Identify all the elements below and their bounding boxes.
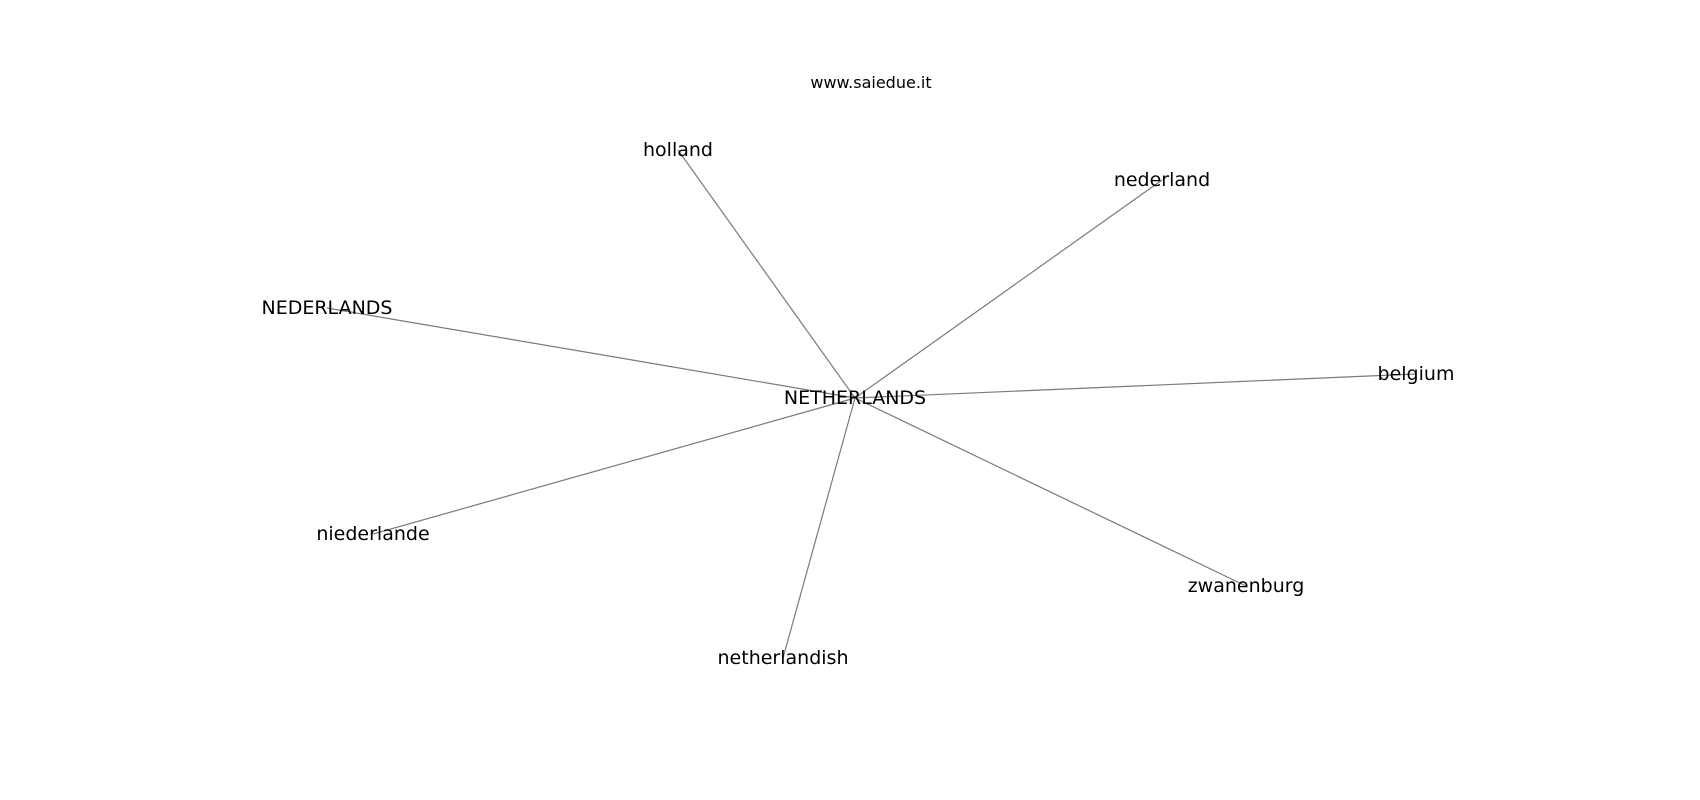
node-label-nederland: nederland <box>1114 169 1210 191</box>
node-label-zwanenburg: zwanenburg <box>1188 575 1305 597</box>
node-label-holland: holland <box>643 139 713 161</box>
node-label-netherlandish: netherlandish <box>718 647 849 669</box>
node-label-niederlande: niederlande <box>316 523 429 545</box>
node-label-nederlands: NEDERLANDS <box>262 297 393 319</box>
site-caption: www.saiedue.it <box>810 73 931 92</box>
edge-niederlande <box>372 397 856 535</box>
edge-holland <box>677 149 856 399</box>
node-label-belgium: belgium <box>1378 363 1455 385</box>
edge-nederlands <box>326 307 856 399</box>
edge-netherlandish <box>782 397 856 659</box>
edge-zwanenburg <box>854 397 1247 587</box>
edge-belgium <box>854 373 1417 399</box>
edge-nederland <box>854 179 1163 399</box>
node-label-center-netherlands: NETHERLANDS <box>784 387 926 409</box>
edges-group <box>326 149 1417 659</box>
